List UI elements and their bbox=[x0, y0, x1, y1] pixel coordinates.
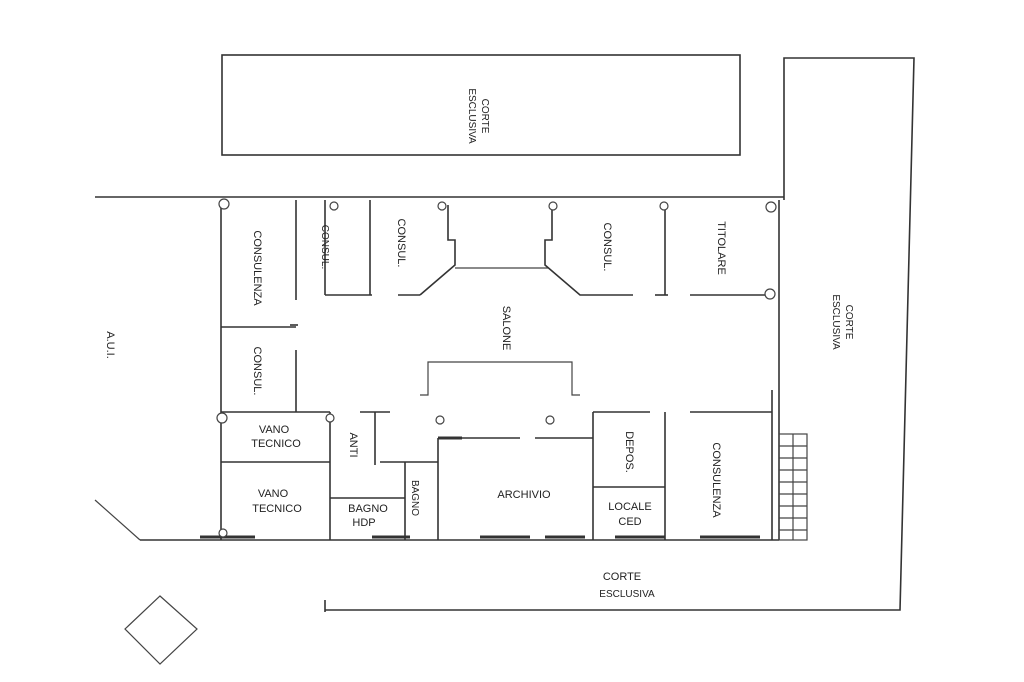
label-salone: SALONE bbox=[500, 306, 512, 351]
north-arrow-diamond bbox=[124, 595, 198, 665]
corte-top-line2: ESCLUSIVA bbox=[466, 88, 477, 144]
label-consulenza-left: CONSULENZA bbox=[251, 230, 263, 306]
corte-right-outline bbox=[325, 57, 915, 611]
label-consul-a: CONSUL. bbox=[319, 225, 330, 269]
label-locale-ced-line2: CED bbox=[618, 516, 641, 528]
label-aui: A.U.I. bbox=[104, 331, 116, 359]
left-rooms-walls bbox=[220, 200, 331, 540]
top-offices-walls bbox=[324, 200, 770, 296]
corte-top-area bbox=[221, 54, 741, 156]
building-envelope bbox=[94, 196, 784, 541]
label-consulenza-right: CONSULENZA bbox=[710, 442, 722, 518]
label-anti: ANTI bbox=[347, 432, 359, 457]
label-consul-b: CONSUL. bbox=[395, 219, 407, 268]
label-locale-ced-line1: LOCALE bbox=[608, 501, 651, 513]
corte-top-line1: CORTE bbox=[479, 99, 490, 134]
columns bbox=[216, 198, 777, 538]
label-bagno: BAGNO bbox=[409, 480, 420, 516]
corte-right-label: CORTE ESCLUSIVA bbox=[830, 294, 854, 350]
label-consul-c: CONSUL. bbox=[601, 223, 613, 272]
corte-top-label: CORTE ESCLUSIVA bbox=[466, 88, 490, 144]
label-vano2-line1: VANO bbox=[258, 488, 289, 500]
label-vano2-line2: TECNICO bbox=[252, 503, 302, 515]
label-bagno-hdp-line1: BAGNO bbox=[348, 503, 388, 515]
corte-right-line1: CORTE bbox=[843, 305, 854, 340]
label-titolare: TITOLARE bbox=[715, 221, 727, 275]
label-archivio: ARCHIVIO bbox=[497, 489, 551, 501]
label-vano1-line2: TECNICO bbox=[251, 438, 301, 450]
corte-right-line2: ESCLUSIVA bbox=[830, 294, 841, 350]
corte-bottom-line1: CORTE bbox=[603, 571, 641, 583]
label-depos: DEPOS. bbox=[623, 431, 635, 473]
central-walls bbox=[330, 361, 772, 540]
label-vano1-line1: VANO bbox=[259, 424, 290, 436]
label-consul-d: CONSUL. bbox=[251, 347, 263, 396]
label-bagno-hdp-line2: HDP bbox=[352, 517, 375, 529]
exterior-stairs bbox=[778, 433, 808, 541]
corte-bottom-line2: ESCLUSIVA bbox=[599, 589, 655, 600]
